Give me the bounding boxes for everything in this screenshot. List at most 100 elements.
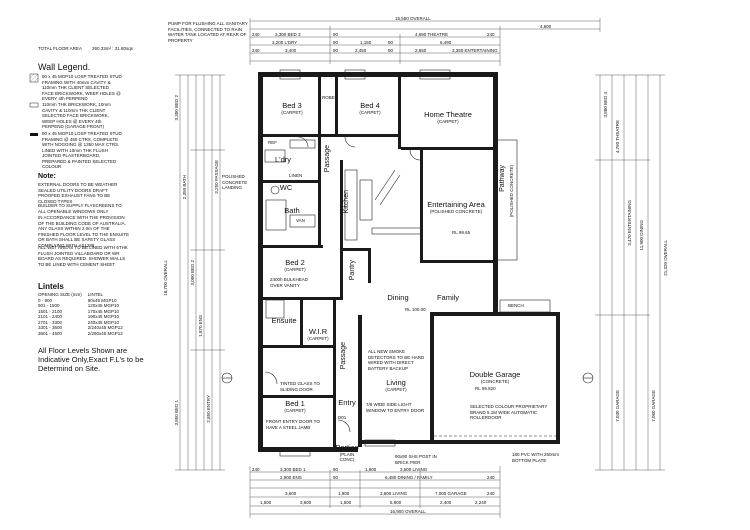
rl-dining: RL 100.00 [405,307,426,312]
room-ensuite: Ensuite [266,317,302,325]
left-dimension-lines [175,74,225,471]
lintel-opening: 2101 - 2400 [38,314,63,319]
lintels-table: OPENING SIZE (mm) LINTEL 0 - 900 90x45 MG… [38,292,129,336]
note-1: EXTERNAL DOORS TO BE WEATHER SEALED UTIL… [38,182,118,204]
dim-right-3: 11,900 DINING [639,220,644,251]
dim-bot-r1-2: 90 [333,467,339,472]
dim-right-6: 21,320 OVERALL [663,240,668,276]
room-bath: Bath [277,207,307,215]
lintel-size: 90x45 MGP10 [87,297,117,303]
total-floor-area-label: TOTAL FLOOR AREA [38,46,82,51]
lintel-size: 120x45 MGP10 [87,303,120,308]
lintel-size: 240x45 MGP10 [87,319,120,325]
room-name: WC [279,183,293,192]
room-entertaining: Entertaining Area(POLISHED CONCRETE) [425,200,487,215]
room-name: Entertaining Area [427,200,485,209]
dim-bot-r4-3: 5,900 [390,500,402,505]
lintel-opening: 2701 - 3300 [38,319,63,325]
room-pathway: Pathway [499,165,506,192]
door-d01-label: D01 [338,415,347,420]
dim-bot-r2-1: 90 [333,475,339,480]
dim-bot-r2-2: 6,480 DINING / FAMILY [385,475,433,480]
dim-bottom-overall: 16,900 OVERALL [390,509,426,514]
note-3: IN ACCORDANCE WITH THE PROVISION OF THE … [38,215,130,248]
room-pantry: Pantry [349,260,356,281]
lintel-opening: 1501 - 2100 [38,308,63,314]
lintels-header-lintel: LINTEL [87,292,104,297]
rl-garage: RL 99.820 [475,386,496,391]
dim-bot-r1-1: 3,300 BED 1 [280,467,306,472]
dim-right-1: 4,760 THEATRE [615,120,620,154]
dim-bot-r3-1: 1,900 [338,491,350,496]
linen-label: LINEN [289,173,303,178]
room-name: Bed 1 [285,399,305,408]
pump-note: PUMP FOR FLUSHING ALL SANITARY FACILITIE… [168,21,248,43]
wall-legend-item-3: 90 x 45 MGP10 LOSP TREATED STUD FRAMING … [42,131,122,169]
floor-levels-note: All Floor Levels Shown are Indicative On… [38,346,144,373]
pier-note: 90x90 SHS POST IN BRICK PIER [395,454,437,465]
dim-bot-r3-4: 240 [487,491,495,496]
table-row: 2701 - 3300 240x45 MGP10 [38,320,129,326]
room-finish: (CARPET) [359,110,381,115]
room-finish: (CARPET) [284,408,306,413]
bulkhead-note: 2400h BULKHEAD OVER VANITY [270,277,309,288]
lintels-title: Lintels [38,282,64,291]
note-2: BUILDER TO SUPPLY FLYSCREENS TO ALL OPEN… [38,203,122,214]
dim-bot-r1-3: 1,900 [365,467,377,472]
wall-legend-item-1: 90 x 45 MGP10 LOSP TREATED STUD FRAMING … [42,74,122,101]
room-finish: (CARPET) [437,119,459,124]
room-name: Bed 3 [282,101,302,110]
dim-top-r2-0: 3,200 L'DRY [272,40,298,45]
dim-top-right: 4,600 [540,24,552,29]
dim-bot-r4-2: 1,500 [340,500,352,505]
dim-bot-r1-4: 3,500 LIVING [400,467,428,472]
room-dining: Dining [383,294,413,302]
room-entry: Entry [336,399,358,407]
room-finish: (CARPET) [281,110,303,115]
dim-top-r3-6: 3,350 ENTERTAINING [452,48,498,53]
room-wir: W.I.R(CARPET) [303,328,333,342]
dim-right-2: 3,470 ENTERTAINING [627,200,632,246]
room-name: Home Theatre [424,110,472,119]
room-home-theatre: Home Theatre(CARPET) [410,110,486,125]
room-bed-4: Bed 4(CARPET) [345,101,395,116]
lintel-size: 170x45 MGP10 [87,308,120,314]
dim-top-r1-0: 240 [252,32,260,37]
dim-left-1: 2,350 BATH [182,175,187,200]
dim-bot-r2-3: 240 [487,475,495,480]
pvc-pipe-note: 180 PVC WITH 250mm BOTTOM PLATE [512,452,560,463]
room-bed-2: Bed 2(CARPET) [275,259,315,273]
dim-left-7: 3,850 BED 1 [174,400,179,426]
smoke-detector-note: ALL NEW SMOKE DETECTORS TO BE HARD WIRED… [368,349,425,371]
room-name: Bed 4 [360,101,380,110]
lintel-opening: 0 - 900 [38,297,53,303]
dim-top-r3-3: 2,450 [355,48,367,53]
table-row: 0 - 900 90x45 MGP10 [38,298,129,304]
lintel-opening: 901 - 1500 [38,303,60,308]
dim-left-4: 2,850 ENTRY [206,395,211,423]
room-family: Family [430,294,466,302]
dim-right-4: 7,030 GARAGE [615,390,620,422]
lintel-opening: 3601 - 4500 [38,330,63,336]
room-name: Entry [338,398,356,407]
dim-bot-r4-5: 2,240 [475,500,487,505]
room-laundry: L'dry [268,156,298,164]
lintels-header-opening: OPENING SIZE (mm) [38,292,82,297]
legend-swatches [29,73,39,136]
dim-top-r1-4: 240 [487,32,495,37]
sidelight-note: 7/8 WIDE SIDE LIGHT WINDOW TO ENTRY DOOR [366,402,425,413]
dim-bot-r2-0: 2,900 ENS [280,475,302,480]
dim-bot-r4-0: 1,500 [260,500,272,505]
concrete-landing-note: POLISHED CONCRETE LANDING [222,174,248,190]
dim-top-r3-5: 2,550 [415,48,427,53]
dim-left-5: 18,700 OVERALL [163,260,168,296]
ref-label: REF [268,140,277,145]
room-living: Living(CARPET) [378,379,414,393]
dim-bot-r3-0: 3,600 [285,491,297,496]
dim-bot-r3-3: 7,000 GARAGE [435,491,467,496]
room-name: Portico [335,443,359,452]
room-portico: Portico(PLAIN CONC) [334,443,360,463]
dim-bot-r3-2: 3,600 LIVING [380,491,408,496]
